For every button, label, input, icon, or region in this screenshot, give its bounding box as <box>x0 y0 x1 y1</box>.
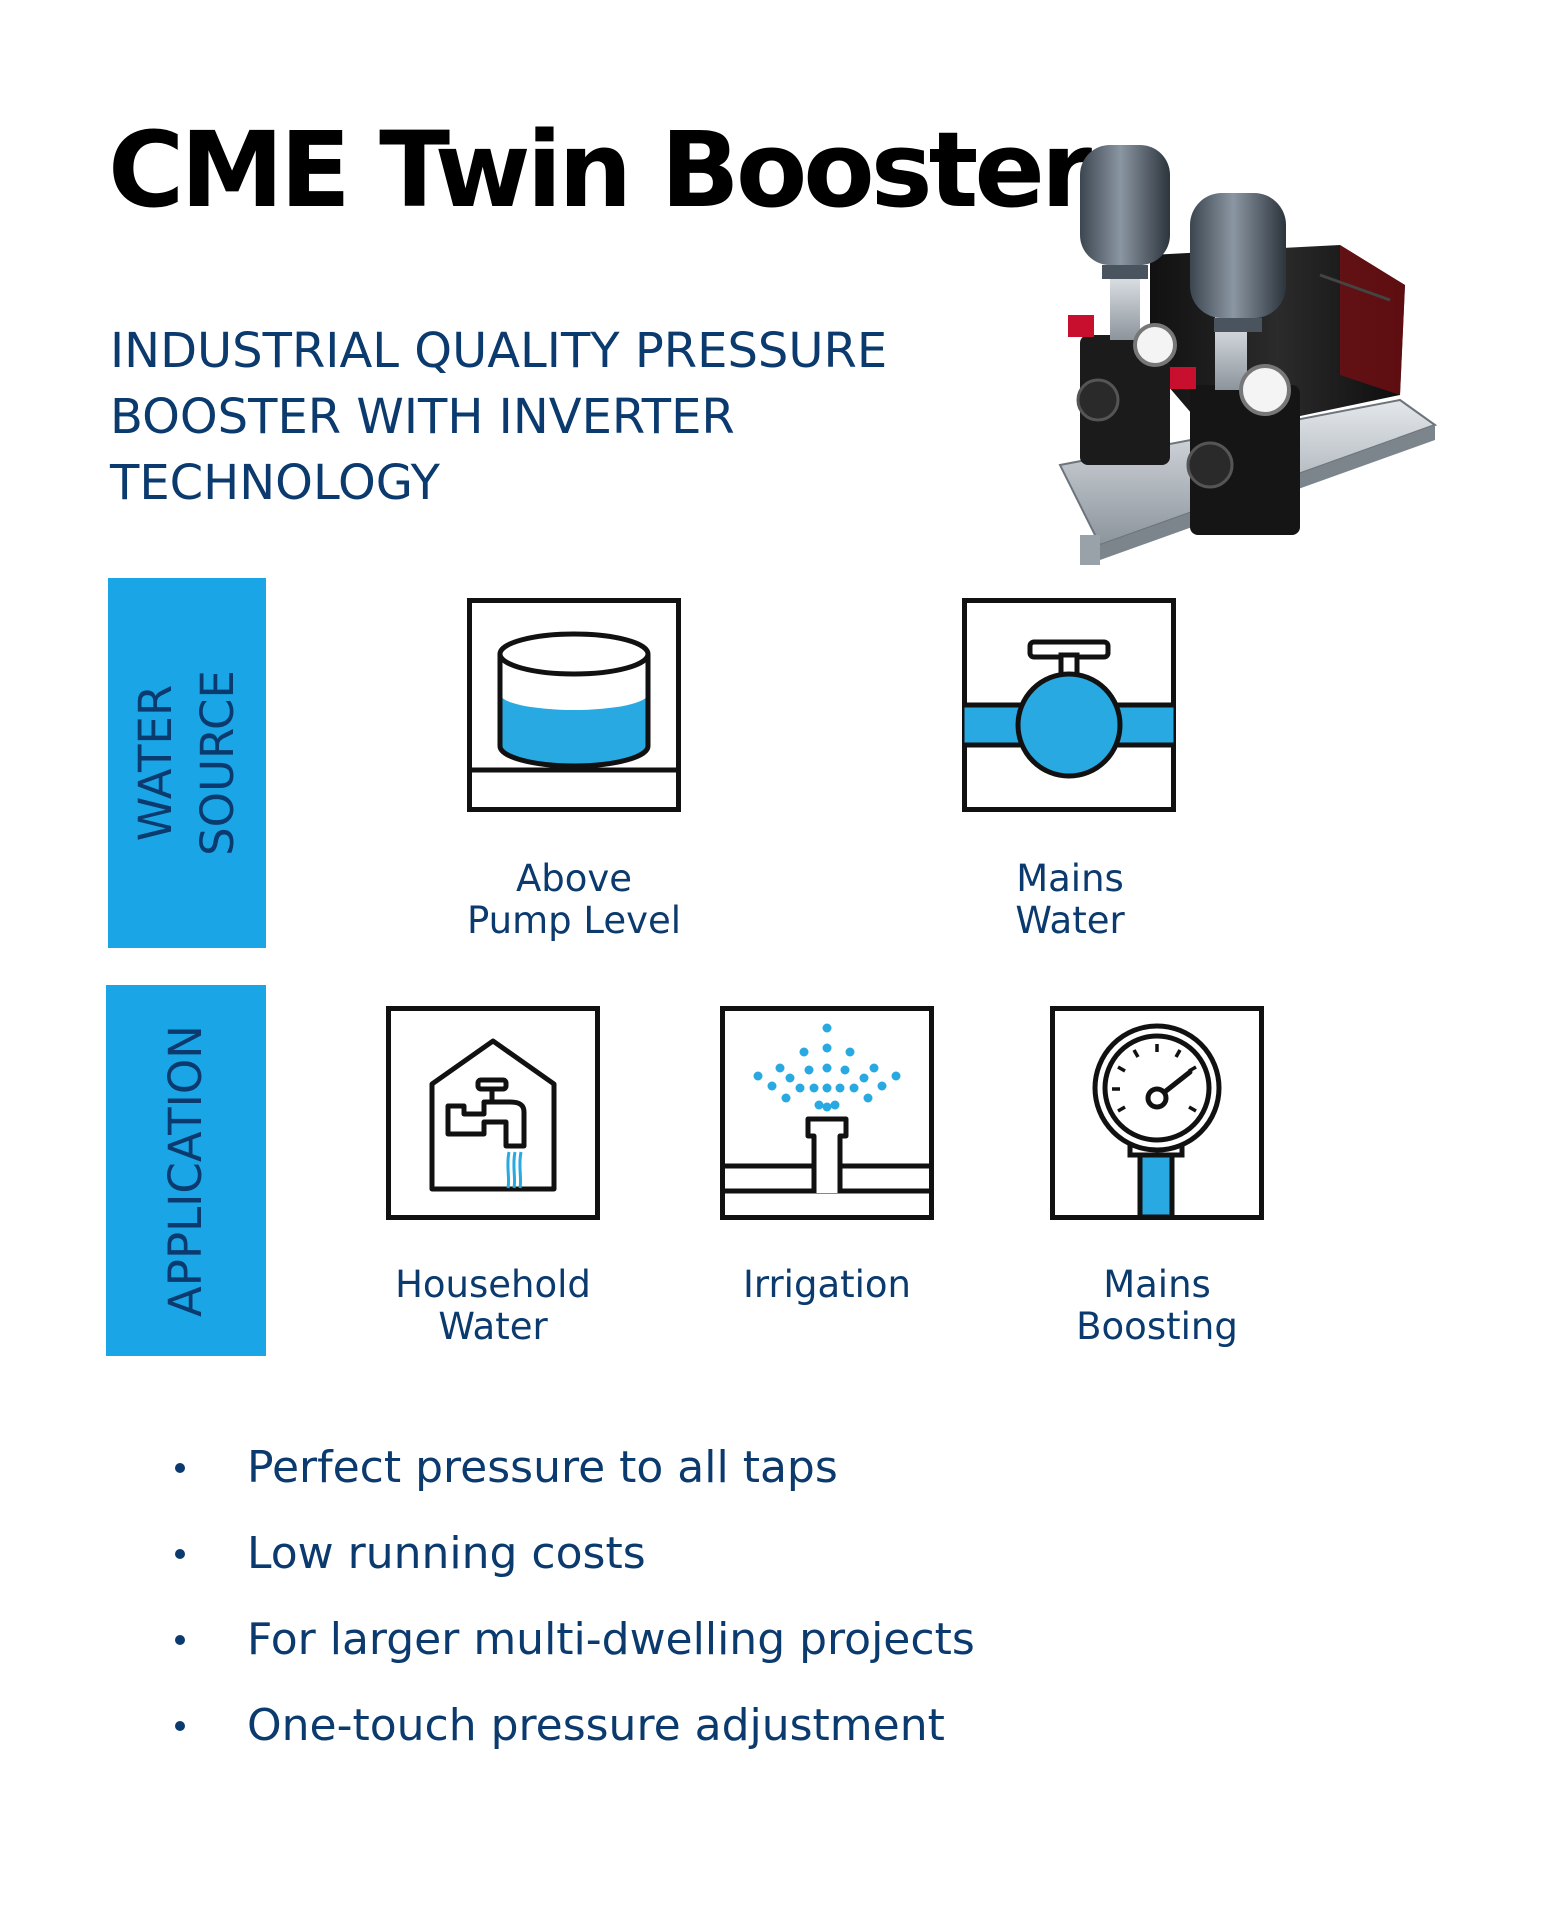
feature-text: For larger multi-dwelling projects <box>247 1614 975 1665</box>
bullet-icon <box>175 1721 185 1731</box>
twin-booster-pump-image <box>1058 145 1438 565</box>
caption-line: Mains <box>1103 1263 1211 1306</box>
caption-line: Boosting <box>1076 1305 1238 1348</box>
bullet-icon <box>175 1463 185 1473</box>
bullet-icon <box>175 1549 185 1559</box>
caption-line: Water <box>1015 899 1125 942</box>
pressure-gauge-icon <box>1050 1006 1264 1220</box>
house-tap-icon <box>386 1006 600 1220</box>
water-source-tab: WATER SOURCE <box>108 578 266 948</box>
sprinkler-icon <box>720 1006 934 1220</box>
subtitle-line: TECHNOLOGY <box>110 455 440 511</box>
list-item: Perfect pressure to all taps <box>175 1425 975 1511</box>
caption-household-water: Household Water <box>343 1264 643 1348</box>
list-item: Low running costs <box>175 1511 975 1597</box>
caption-line: Household <box>395 1263 591 1306</box>
bullet-icon <box>175 1635 185 1645</box>
subtitle-line: BOOSTER WITH INVERTER <box>110 389 735 445</box>
caption-mains-boosting: Mains Boosting <box>1007 1264 1307 1348</box>
application-tab: APPLICATION <box>106 985 266 1356</box>
page-title: CME Twin Booster <box>108 109 1092 231</box>
application-label: APPLICATION <box>159 1024 212 1317</box>
tank-icon <box>467 598 681 812</box>
water-source-label: WATER SOURCE <box>125 670 249 856</box>
caption-above-pump-level: Above Pump Level <box>424 858 724 942</box>
feature-text: Low running costs <box>247 1528 646 1579</box>
feature-list: Perfect pressure to all taps Low running… <box>175 1425 975 1769</box>
caption-line: Irrigation <box>743 1263 911 1306</box>
water-source-label-line: WATER <box>129 684 182 842</box>
subtitle-line: INDUSTRIAL QUALITY PRESSURE <box>110 323 888 379</box>
list-item: For larger multi-dwelling projects <box>175 1597 975 1683</box>
caption-line: Mains <box>1016 857 1124 900</box>
valve-icon <box>962 598 1176 812</box>
caption-line: Water <box>438 1305 548 1348</box>
list-item: One-touch pressure adjustment <box>175 1683 975 1769</box>
water-source-label-line: SOURCE <box>191 670 244 856</box>
feature-text: Perfect pressure to all taps <box>247 1442 838 1493</box>
caption-line: Pump Level <box>466 899 682 942</box>
subtitle: INDUSTRIAL QUALITY PRESSURE BOOSTER WITH… <box>110 318 1010 516</box>
caption-mains-water: Mains Water <box>920 858 1220 942</box>
caption-irrigation: Irrigation <box>677 1264 977 1306</box>
feature-text: One-touch pressure adjustment <box>247 1700 945 1751</box>
caption-line: Above <box>515 857 633 900</box>
